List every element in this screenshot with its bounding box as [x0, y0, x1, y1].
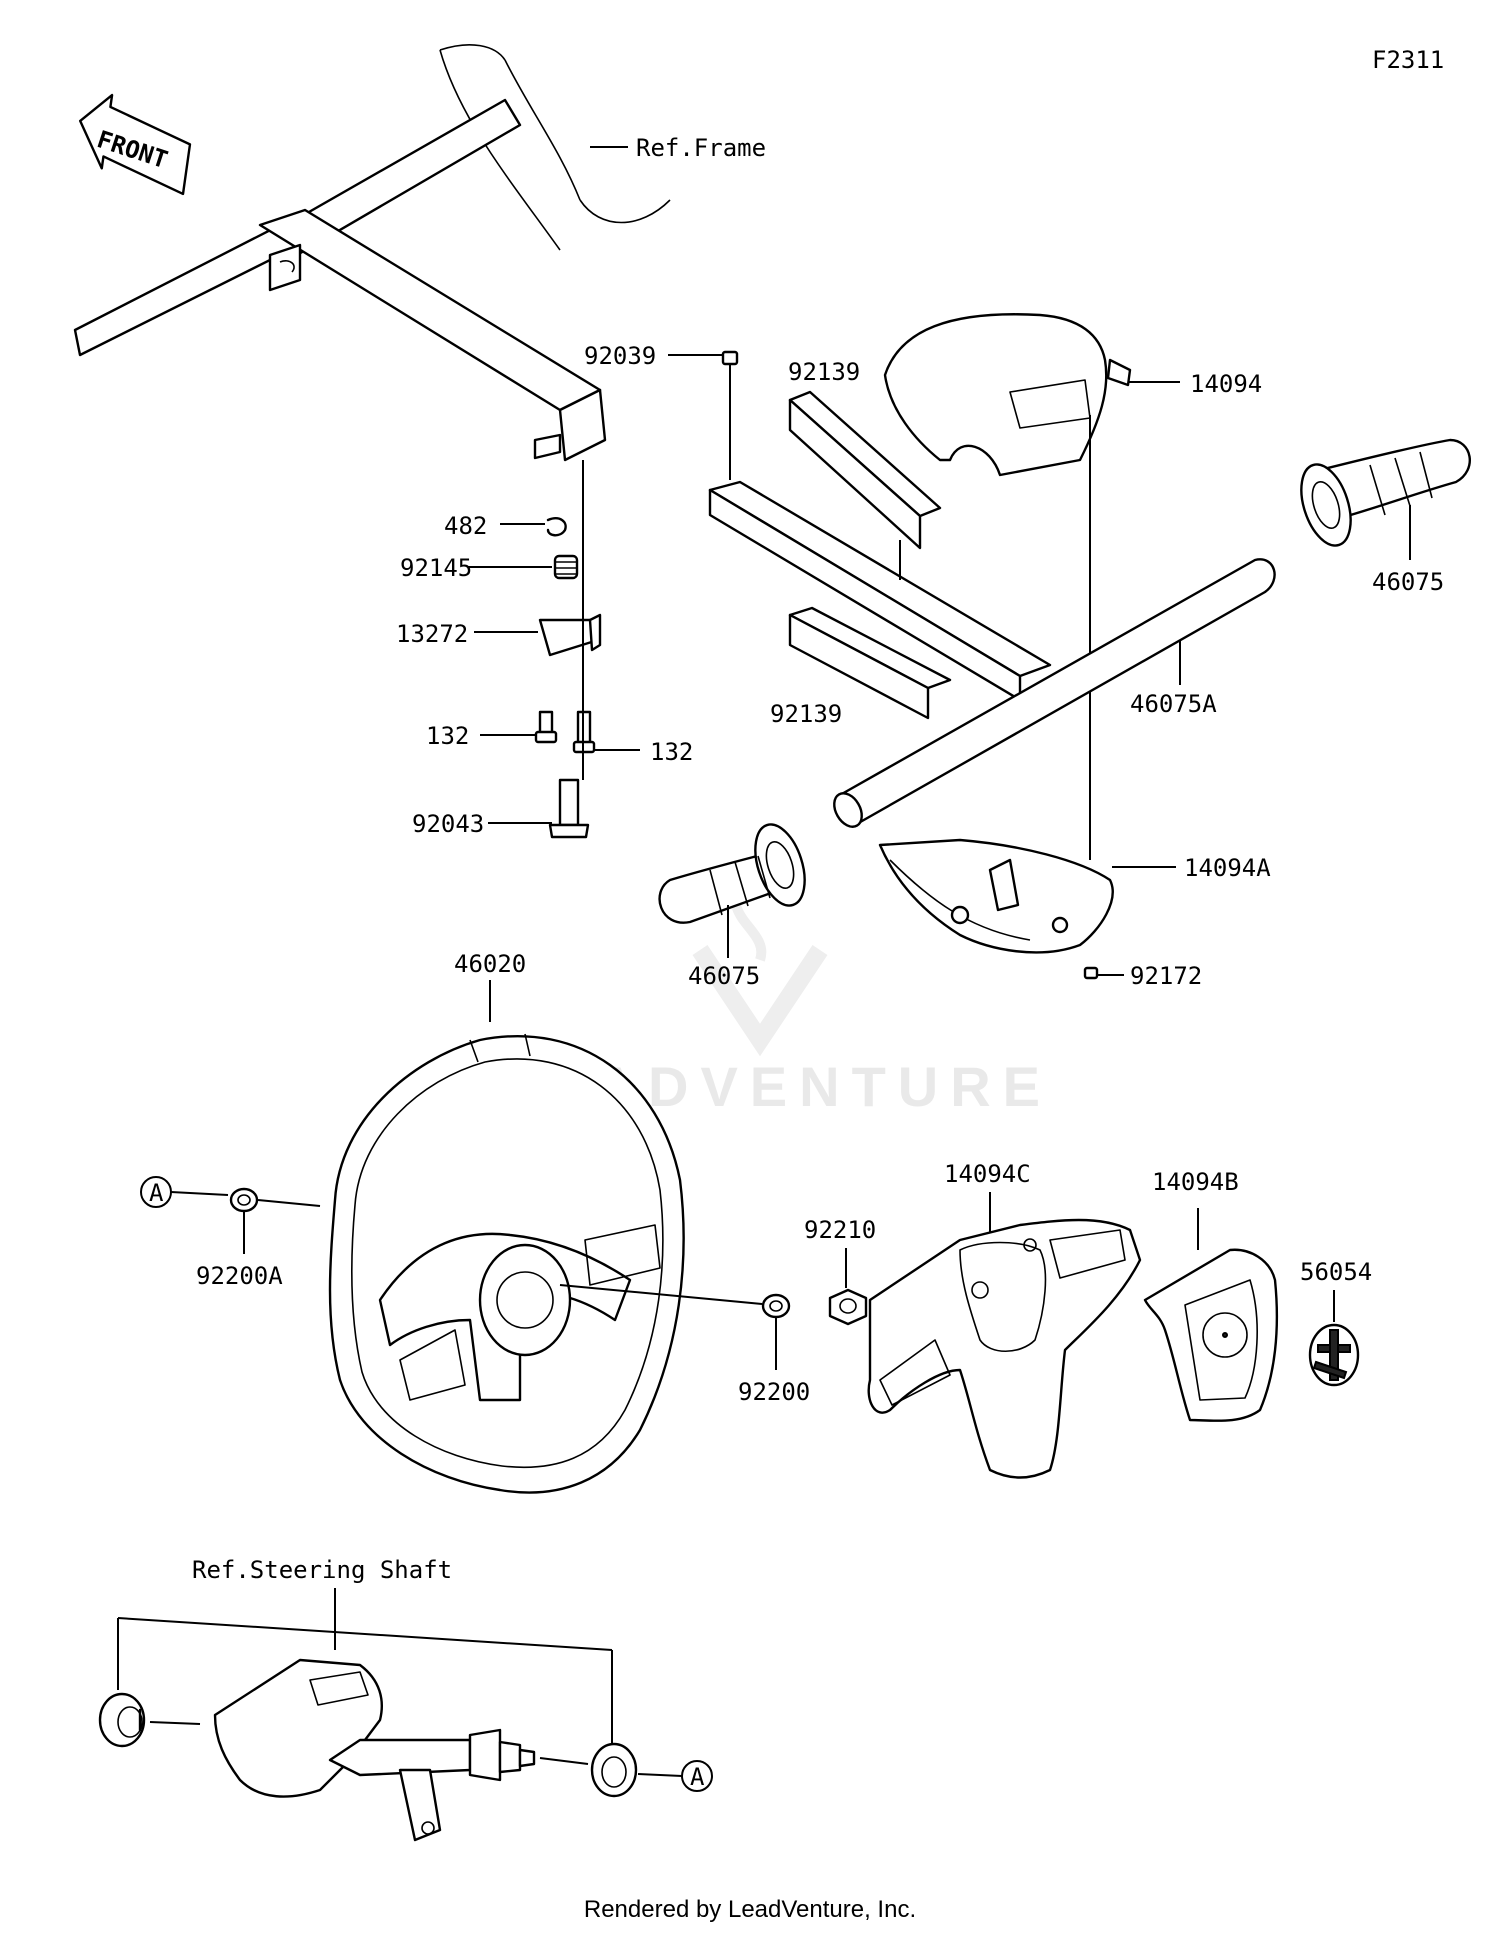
label-92200A: 92200A: [196, 1262, 283, 1290]
callout-a-bottom-label: A: [690, 1763, 705, 1791]
grip-left-drawing: [658, 823, 806, 924]
steering-shaft-drawing: [98, 1658, 638, 1842]
frame-ref-drawing: [73, 44, 671, 462]
label-13272: 13272: [396, 620, 468, 648]
callout-a-top-label: A: [149, 1179, 164, 1207]
bracket-parts: [534, 460, 602, 839]
label-14094A: 14094A: [1184, 854, 1271, 882]
handlebar-46075A-drawing: [833, 558, 1276, 828]
callout-a-bottom: [681, 1760, 713, 1792]
diagram-id: F2311: [1372, 46, 1444, 74]
label-46075A: 46075A: [1130, 690, 1217, 718]
washer-92200A: [229, 1187, 259, 1213]
label-14094B: 14094B: [1152, 1168, 1239, 1196]
label-14094C: 14094C: [944, 1160, 1031, 1188]
ref-frame-label: Ref.Frame: [636, 134, 766, 162]
label-92039: 92039: [584, 342, 656, 370]
emblem-56054-icon: [1308, 1323, 1360, 1387]
label-46075-right: 46075: [1372, 568, 1444, 596]
label-92139-bottom: 92139: [770, 700, 842, 728]
footer-credit: Rendered by LeadVenture, Inc.: [583, 1896, 917, 1923]
washer-92200: [761, 1293, 791, 1319]
grip-right-drawing: [1300, 438, 1471, 547]
label-92043: 92043: [412, 810, 484, 838]
ref-steering-shaft-label: Ref.Steering Shaft: [192, 1556, 452, 1584]
label-92139-top: 92139: [788, 358, 860, 386]
label-132-right: 132: [650, 738, 693, 766]
label-92172: 92172: [1130, 962, 1202, 990]
cover-14094A-drawing: [878, 838, 1114, 954]
label-14094: 14094: [1190, 370, 1262, 398]
label-482: 482: [444, 512, 487, 540]
label-92200: 92200: [738, 1378, 810, 1406]
center-bar-parts: [708, 350, 1052, 720]
nut-92210: [828, 1288, 868, 1326]
steering-wheel-46020-drawing: [328, 1033, 685, 1494]
cover-14094B-drawing: [1143, 1248, 1279, 1422]
label-46075-left: 46075: [688, 962, 760, 990]
cover-14094C-drawing: [867, 1218, 1142, 1479]
front-arrow-icon: FRONT: [78, 93, 192, 196]
label-56054: 56054: [1300, 1258, 1372, 1286]
label-46020: 46020: [454, 950, 526, 978]
cover-14094-drawing: [883, 313, 1132, 477]
label-92145: 92145: [400, 554, 472, 582]
label-132-left: 132: [426, 722, 469, 750]
label-92210: 92210: [804, 1216, 876, 1244]
